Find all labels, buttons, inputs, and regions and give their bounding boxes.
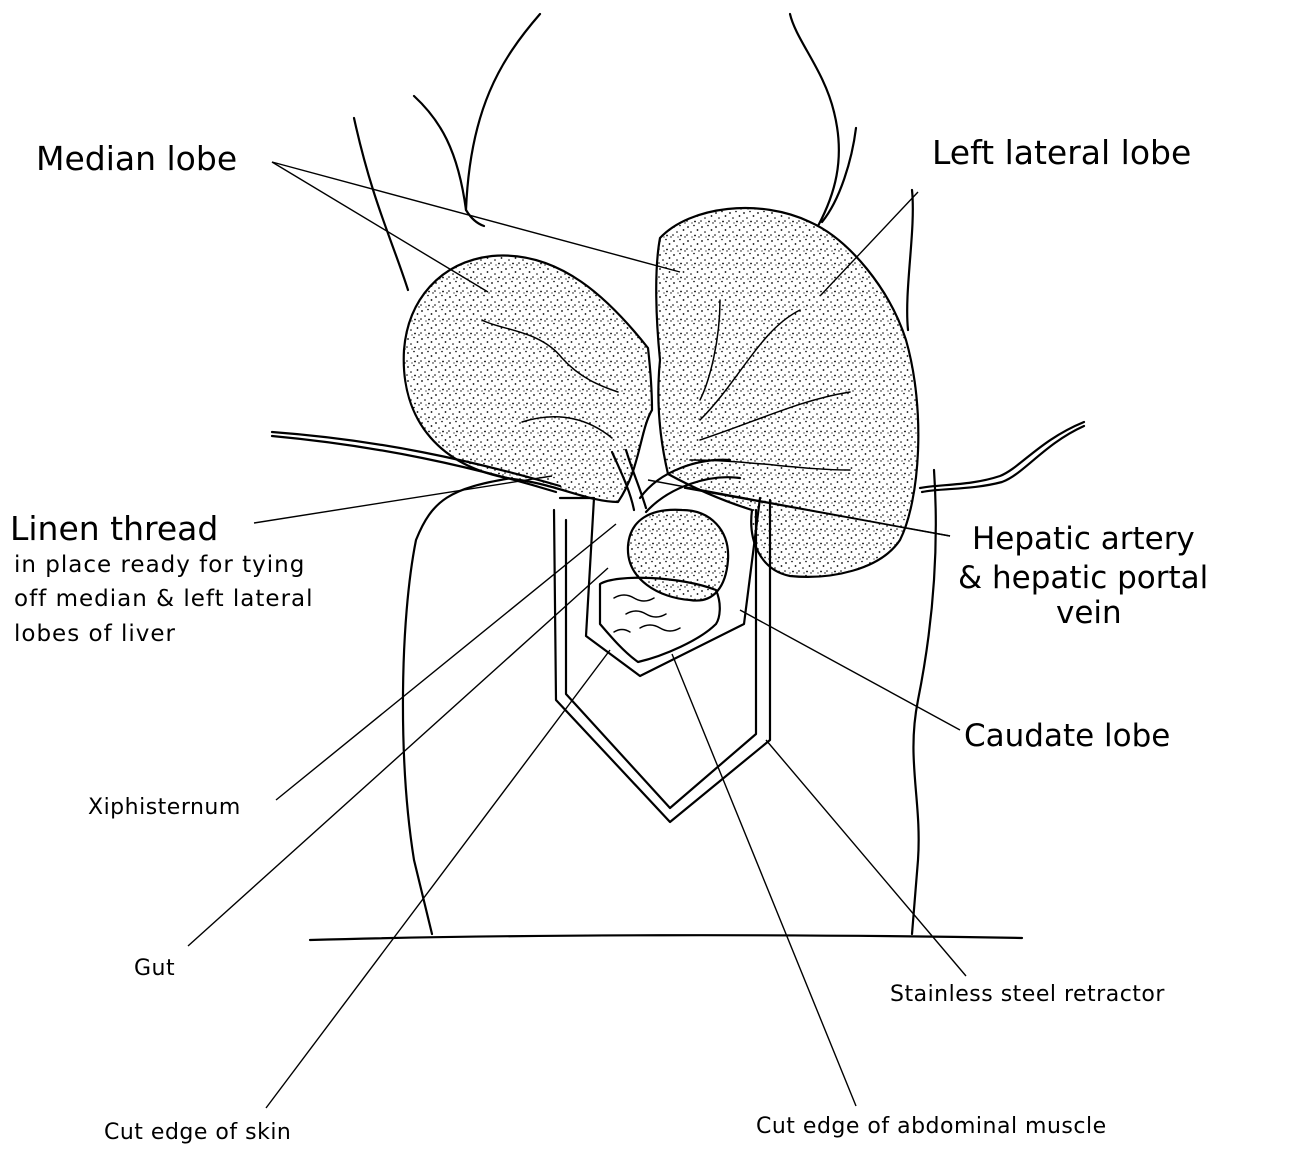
label-hepatic-1: Hepatic artery — [972, 521, 1195, 557]
label-hepatic-2: & hepatic portal — [958, 560, 1208, 596]
label-median-lobe: Median lobe — [36, 139, 237, 178]
label-caudate-lobe: Caudate lobe — [964, 718, 1170, 754]
label-left-lateral-lobe: Left lateral lobe — [932, 133, 1191, 172]
label-cut-edge-skin: Cut edge of skin — [104, 1120, 291, 1145]
median-lobe-shape — [404, 256, 652, 502]
forelimbs — [414, 14, 856, 226]
caudate-lobe-shape — [628, 510, 728, 601]
label-cut-edge-muscle: Cut edge of abdominal muscle — [756, 1114, 1107, 1139]
label-xiphisternum: Xiphisternum — [88, 795, 241, 820]
label-linen-thread-note-3: lobes of liver — [14, 621, 176, 647]
label-linen-thread-note-2: off median & left lateral — [14, 586, 314, 612]
label-linen-thread-note-1: in place ready for tying — [14, 552, 305, 578]
label-hepatic-3: vein — [1056, 595, 1122, 631]
label-gut: Gut — [134, 956, 175, 981]
label-linen-thread: Linen thread — [10, 509, 218, 548]
label-stainless-steel-retractor: Stainless steel retractor — [890, 982, 1165, 1007]
